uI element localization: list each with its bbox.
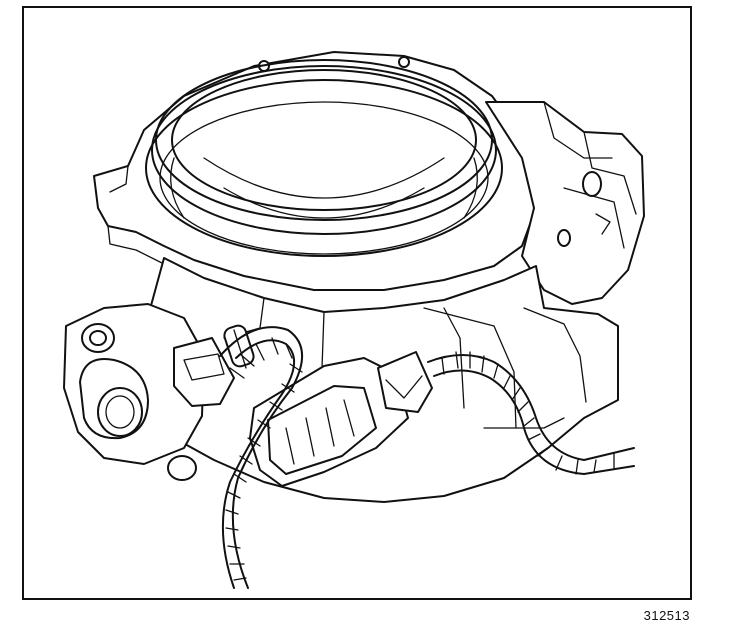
wiring-harness [219,326,635,589]
flange-boss [398,56,410,68]
throttle-lever-bracket [485,101,645,305]
throttle-bore [145,59,503,257]
lever-hole [557,229,571,247]
illustration-frame [22,6,692,600]
lever-pivot [582,171,602,197]
throttle-body-illustration [63,51,645,589]
figure-id-label: 312513 [643,608,690,623]
iac-connector [173,324,255,407]
iac-motor [63,303,205,481]
